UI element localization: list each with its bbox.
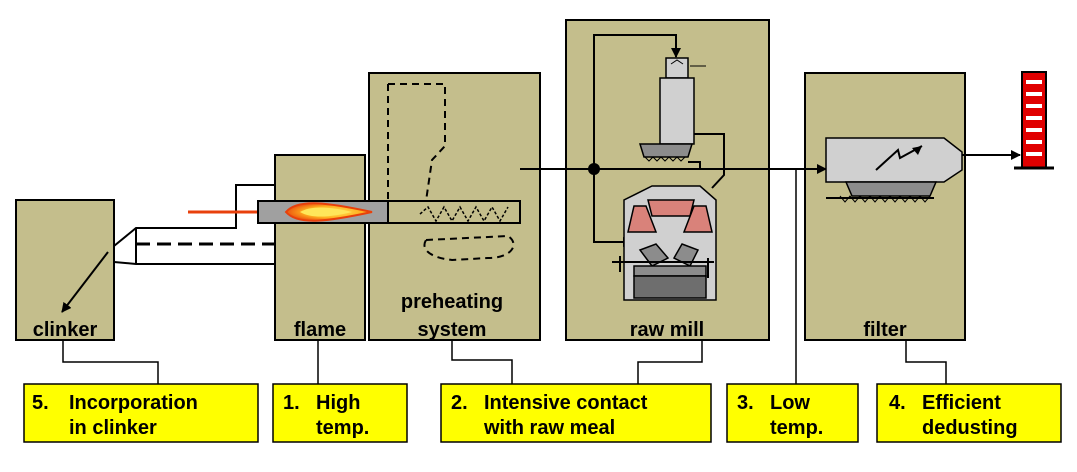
callout-4-line2: dedusting xyxy=(922,417,1018,439)
callout-1-number: 1. xyxy=(283,392,300,414)
burner-flame-icon xyxy=(188,200,389,224)
chimney-stack-icon xyxy=(1014,71,1054,170)
callout-4-number: 4. xyxy=(889,392,906,414)
line-to-separator xyxy=(593,34,681,169)
clinker-box xyxy=(15,199,115,341)
callout-2-number: 2. xyxy=(451,392,468,414)
callout-3-number: 3. xyxy=(737,392,754,414)
callout-5-line2: in clinker xyxy=(69,417,157,439)
connector-raw-mill xyxy=(637,340,703,384)
line-separator-to-mill xyxy=(694,133,725,189)
callout-intensive-contact-box xyxy=(440,383,712,443)
callout-1-line2: temp. xyxy=(316,417,369,439)
line-to-mill xyxy=(593,169,633,247)
vertical-roller-mill-icon xyxy=(612,185,717,301)
stage-label-flame: flame xyxy=(294,319,346,341)
callout-4-line1: Efficient xyxy=(922,392,1001,414)
callout-5-line1: Incorporation xyxy=(69,392,198,414)
connector-preheating xyxy=(451,340,513,384)
preheater-duct xyxy=(387,200,521,224)
callout-efficient-dedusting-box xyxy=(876,383,1062,443)
callout-high-temp-box xyxy=(272,383,408,443)
callout-5-number: 5. xyxy=(32,392,49,414)
clinker-discharge-arrow xyxy=(61,251,109,313)
stage-label-preheating-line2: system xyxy=(418,319,487,341)
callout-3-line2: temp. xyxy=(770,417,823,439)
connector-filter xyxy=(905,340,947,384)
connector-clinker xyxy=(62,340,159,384)
flame-box xyxy=(274,154,366,341)
cyclone-preheater-icon xyxy=(387,83,515,262)
callout-1-line1: High xyxy=(316,392,360,414)
stage-label-clinker: clinker xyxy=(33,319,98,341)
callout-incorporation-box xyxy=(23,383,259,443)
stage-label-raw-mill: raw mill xyxy=(630,319,704,341)
bag-filter-icon xyxy=(825,137,963,203)
callout-low-temp-box xyxy=(726,383,859,443)
filter-box xyxy=(804,72,966,341)
rotary-kiln-icon xyxy=(113,184,275,265)
callout-2-line1: Intensive contact xyxy=(484,392,648,414)
callout-2-line2: with raw meal xyxy=(483,417,615,439)
callout-3-line1: Low xyxy=(770,392,810,414)
stage-label-filter: filter xyxy=(863,319,907,341)
stage-label-preheating-line1: preheating xyxy=(401,291,503,313)
line-mill-bypass xyxy=(688,161,701,169)
separator-icon xyxy=(638,57,706,162)
